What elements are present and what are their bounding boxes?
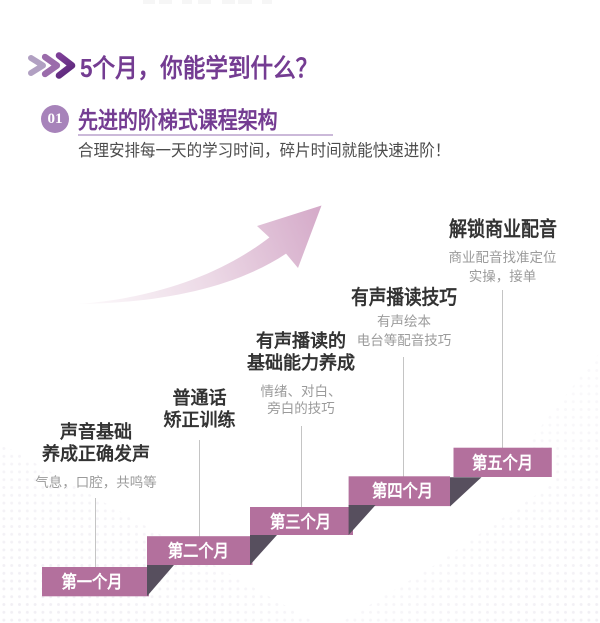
svg-text:第三个月: 第三个月 bbox=[270, 512, 331, 532]
svg-text:第一个月: 第一个月 bbox=[62, 572, 123, 592]
svg-text:第五个月: 第五个月 bbox=[472, 453, 533, 473]
svg-text:第四个月: 第四个月 bbox=[372, 481, 433, 501]
svg-text:第二个月: 第二个月 bbox=[168, 541, 229, 561]
